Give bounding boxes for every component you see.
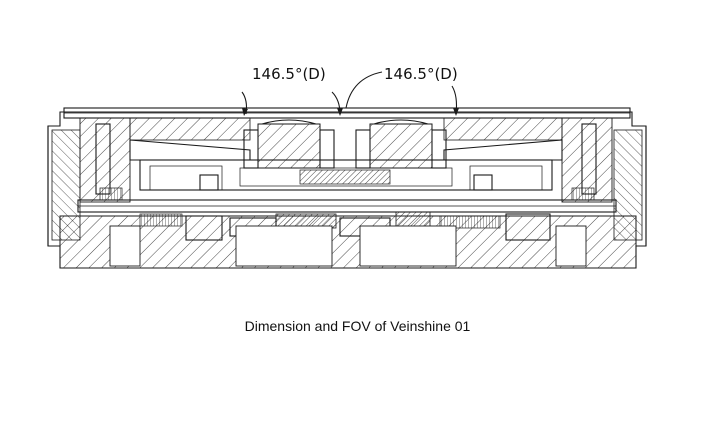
- bottom-components: [109, 211, 587, 267]
- fov-label-left: 146.5°(D): [252, 65, 326, 83]
- cover-glass: [63, 107, 631, 119]
- lens-module-left: [243, 119, 335, 169]
- fov-leaders: [241, 71, 459, 116]
- figure-caption: Dimension and FOV of Veinshine 01: [244, 318, 471, 334]
- internal-frame: [139, 159, 553, 191]
- lens-holder-bands: [129, 117, 563, 161]
- lens-module-right: [355, 119, 447, 169]
- fov-label-right: 146.5°(D): [384, 65, 458, 83]
- pcb: [77, 187, 617, 213]
